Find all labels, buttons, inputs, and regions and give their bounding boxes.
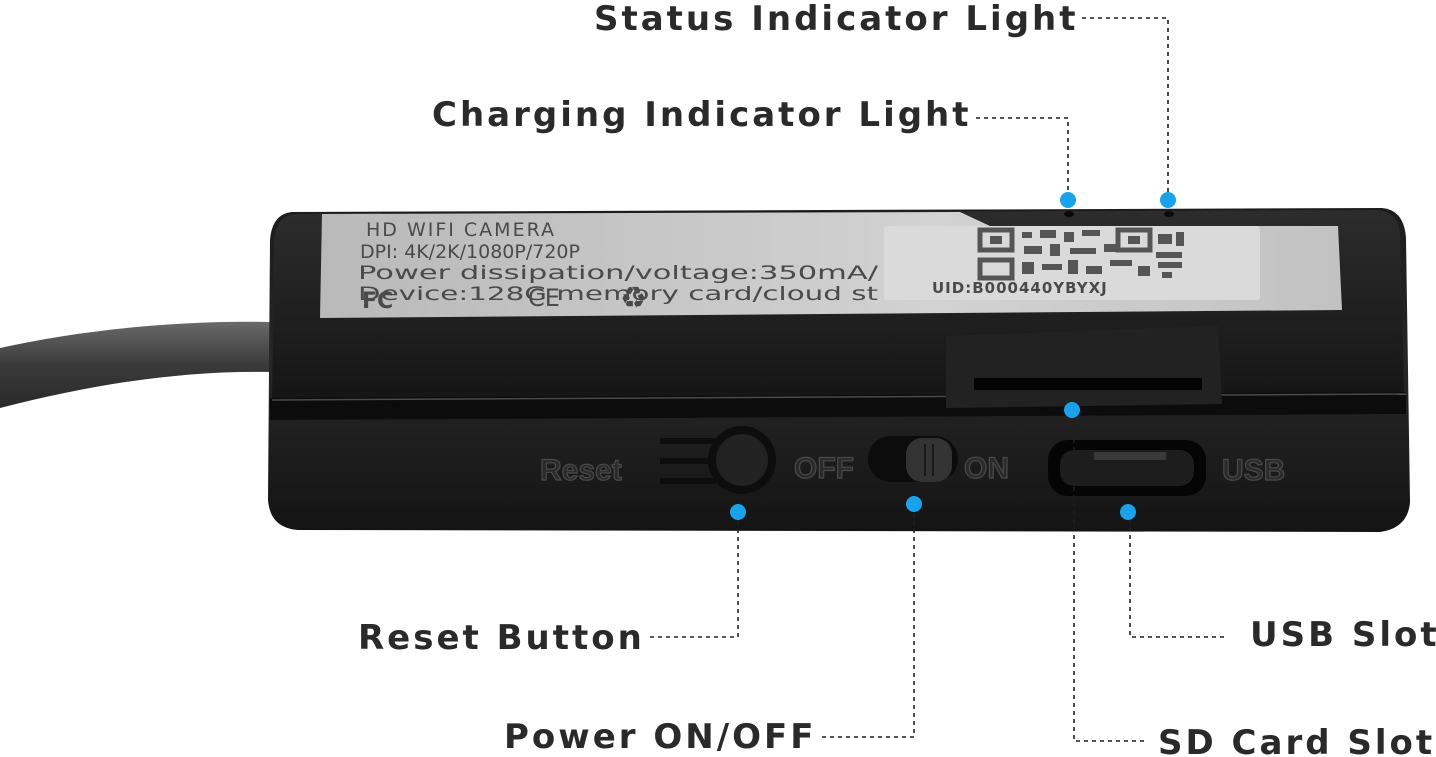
charging-led <box>1064 211 1074 217</box>
reset-emboss: Reset <box>540 454 622 487</box>
marker-dot <box>906 496 922 512</box>
qr-code-icon <box>977 227 1188 281</box>
callout-sd-slot: SD Card Slot <box>1158 723 1435 757</box>
callout-charging-light: Charging Indicator Light <box>432 95 972 135</box>
marker-dot <box>1120 504 1136 520</box>
callout-markers <box>730 192 1176 520</box>
recycle-icon: ♻ <box>620 281 647 316</box>
fcc-mark: FC <box>362 289 393 314</box>
power-switch-knob[interactable] <box>906 438 952 482</box>
status-led <box>1164 211 1174 217</box>
callout-power-switch: Power ON/OFF <box>504 717 816 757</box>
callout-reset-button: Reset Button <box>358 618 645 658</box>
label-line-4: Device:128G memory card/cloud st <box>358 283 878 305</box>
marker-dot <box>1064 402 1080 418</box>
off-emboss: OFF <box>794 452 854 485</box>
marker-dot <box>1160 192 1176 208</box>
ce-mark: CE <box>528 284 560 312</box>
marker-dot <box>1060 192 1076 208</box>
reset-button-area: Reset <box>539 426 776 494</box>
label-line-3: Power dissipation/voltage:350mA/ <box>358 262 879 284</box>
leader-lines <box>650 17 1224 742</box>
qr-sticker: UID:B000440YBYXJ <box>884 226 1260 300</box>
label-line-2: DPI: 4K/2K/1080P/720P <box>360 241 580 263</box>
label-line-1: HD WIFI CAMERA <box>366 219 556 241</box>
usb-emboss: USB <box>1222 454 1285 487</box>
on-emboss: ON <box>964 452 1009 485</box>
marker-dot <box>730 504 746 520</box>
ribbon-cable <box>0 321 272 408</box>
callout-status-light: Status Indicator Light <box>594 0 1079 39</box>
uid-text: UID:B000440YBYXJ <box>932 279 1108 297</box>
power-switch-area: OFF ON <box>793 436 1010 486</box>
callout-usb-slot: USB Slot <box>1250 615 1436 655</box>
sd-card-slot[interactable] <box>974 378 1202 390</box>
usb-port-area: USB <box>1048 440 1286 496</box>
